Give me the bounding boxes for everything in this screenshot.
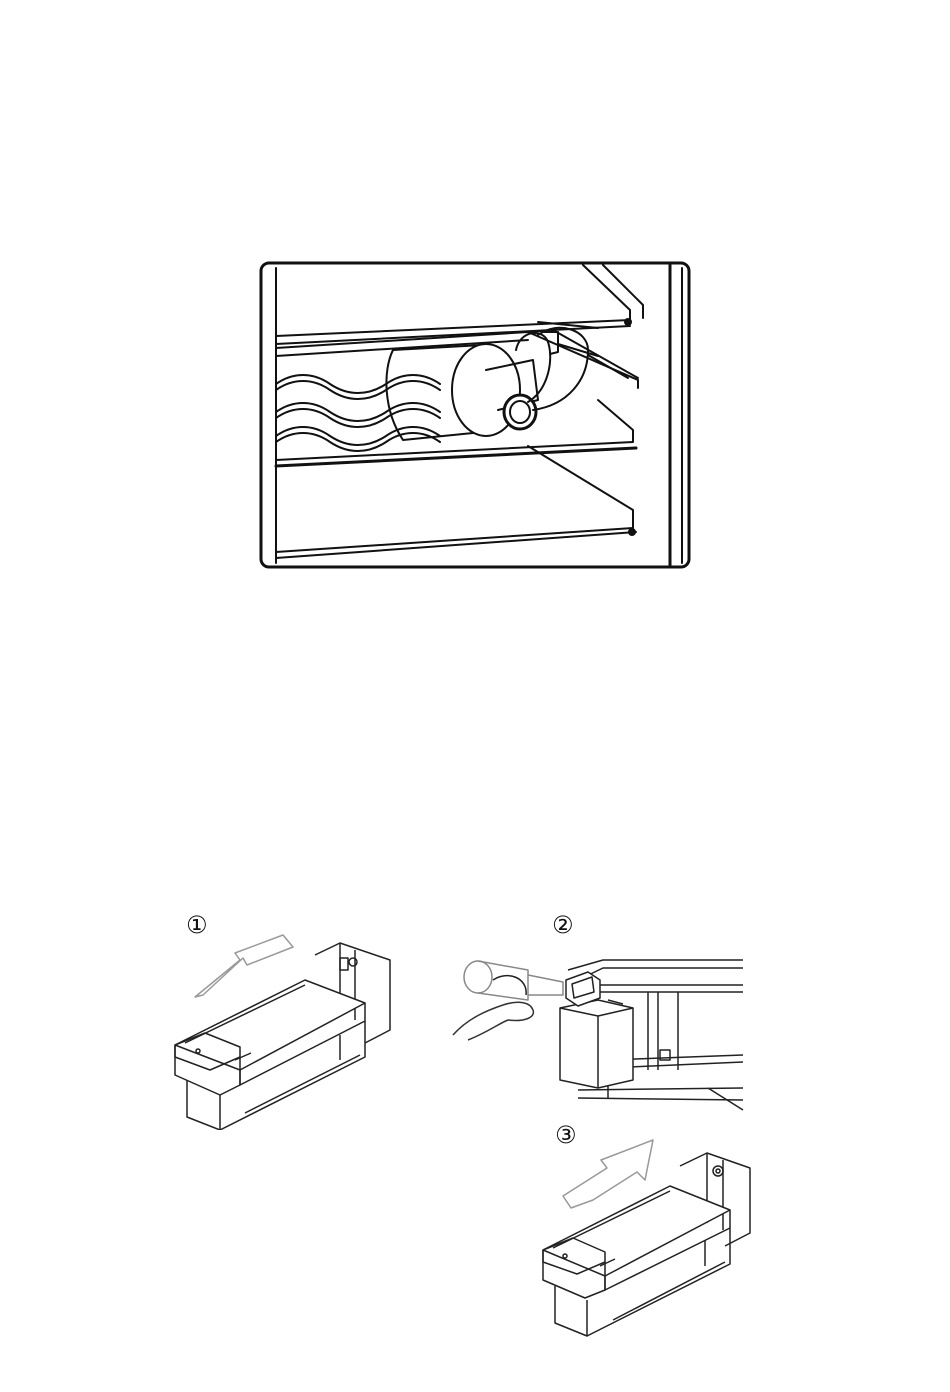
tank-slide-in-illustration	[535, 1138, 755, 1338]
wine-bottle-on-rack-illustration	[258, 260, 694, 572]
step-1-figure	[165, 925, 395, 1130]
tank-fill-illustration	[448, 940, 745, 1115]
tank-slide-out-illustration	[165, 925, 395, 1130]
wine-rack-figure	[258, 260, 694, 572]
step-2-figure	[448, 940, 745, 1115]
step-3-figure	[535, 1138, 755, 1338]
step-2-label: ②	[552, 913, 574, 937]
